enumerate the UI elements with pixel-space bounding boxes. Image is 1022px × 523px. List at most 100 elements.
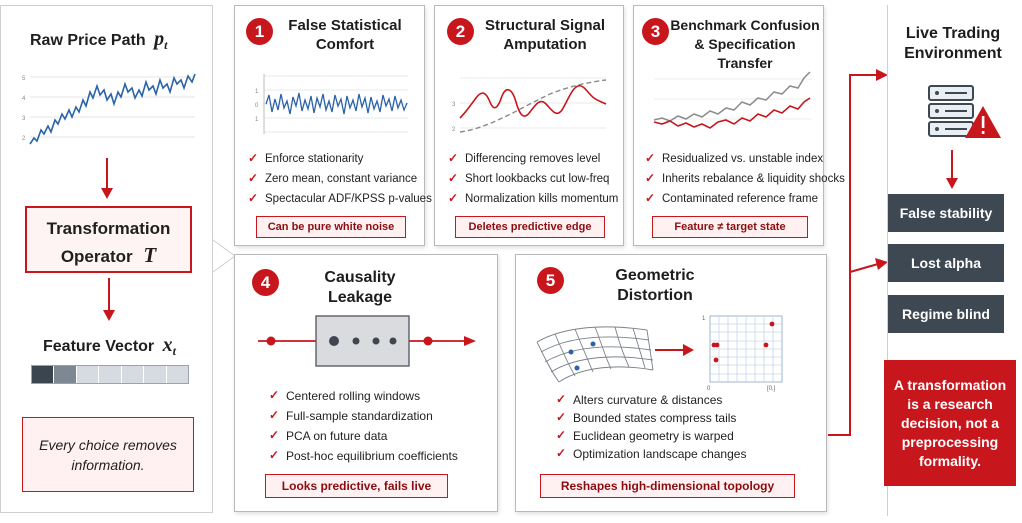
card-false-statistical-comfort	[234, 5, 425, 246]
check-icon: ✓	[448, 171, 459, 185]
conclusion-text: A transformation is a research decision,…	[893, 376, 1007, 469]
feature-cell	[53, 366, 76, 383]
bullet: ✓Residualized vs. unstable index	[645, 151, 824, 166]
feature-cell	[98, 366, 121, 383]
feature-cell	[75, 366, 99, 383]
amputation-chart: 3 2	[452, 77, 607, 133]
check-icon: ✓	[269, 428, 280, 442]
grid-tick-x-right: [0,]	[767, 386, 776, 392]
check-icon: ✓	[556, 410, 567, 424]
arrow-env-to-outcomes	[946, 150, 958, 189]
amp-tick-1: 3	[452, 102, 456, 108]
feature-cell	[120, 366, 144, 383]
benchmark-gray-line	[653, 71, 811, 122]
bullet: ✓Full-sample standardization	[269, 408, 433, 423]
white-noise-chart: 1 0 1	[255, 74, 408, 134]
operator-symbol: T	[143, 243, 157, 267]
benchmark-chart	[653, 71, 812, 129]
check-icon: ✓	[269, 388, 280, 402]
card-bullets-2: ✓Differencing removes level ✓Short lookb…	[448, 151, 618, 213]
amp-tick-2: 2	[452, 127, 456, 133]
card-tag-5: Reshapes high-dimensional topology	[540, 474, 795, 498]
check-icon: ✓	[248, 191, 259, 205]
warped-manifold	[536, 326, 654, 383]
grid-tick-y-top: 1	[702, 316, 706, 322]
operator-line2: Operator	[60, 247, 133, 266]
check-icon: ✓	[556, 428, 567, 442]
bullet: ✓Post-hoc equilibrium coefficients	[269, 448, 458, 463]
bullet: ✓Enforce stationarity	[248, 151, 364, 166]
bullet: ✓Short lookbacks cut low-freq	[448, 171, 610, 186]
feature-symbol: x	[162, 334, 173, 356]
leakage-timeline	[258, 315, 476, 367]
feature-cell	[165, 366, 188, 383]
card-bullets-3: ✓Residualized vs. unstable index ✓Inheri…	[645, 151, 845, 213]
bullet: ✓Alters curvature & distances	[556, 392, 723, 407]
signal-red-line	[459, 84, 607, 119]
euclidean-grid: 1 0 [0,]	[702, 315, 783, 392]
env-title: Live Trading Environment	[904, 25, 1002, 62]
noise-tick-1: 1	[255, 89, 259, 95]
feature-red-line	[653, 97, 811, 129]
server-stack-icon	[928, 85, 1001, 138]
price-line	[29, 73, 196, 145]
bullet: ✓Bounded states compress tails	[556, 410, 737, 425]
check-icon: ✓	[269, 448, 280, 462]
card-tag-3: Feature ≠ target state	[652, 216, 808, 238]
feature-cell	[32, 366, 54, 383]
bullet: ✓Differencing removes level	[448, 151, 601, 166]
bullet: ✓Optimization landscape changes	[556, 446, 747, 461]
arrow-warp-to-grid	[655, 344, 694, 356]
outcome-false-stability: False stability	[888, 194, 1004, 232]
noise-tick-2: 0	[255, 103, 259, 109]
check-icon: ✓	[248, 171, 259, 185]
check-icon: ✓	[269, 408, 280, 422]
trend-dashed-line	[459, 79, 607, 133]
card-causality-leakage	[234, 254, 498, 512]
feature-title: Feature Vector xt	[43, 334, 176, 359]
card-number-4: 4	[252, 269, 279, 296]
card-tag-4: Looks predictive, fails live	[265, 474, 448, 498]
check-icon: ✓	[556, 392, 567, 406]
feature-cell	[143, 366, 166, 383]
card-tag-1: Can be pure white noise	[256, 216, 406, 238]
arrow-raw-to-operator	[101, 158, 113, 199]
price-tick-3: 3	[22, 116, 26, 122]
card-number-5: 5	[537, 267, 564, 294]
check-icon: ✓	[448, 151, 459, 165]
raw-price-chart: 5 4 3 2	[20, 62, 198, 152]
check-icon: ✓	[248, 151, 259, 165]
card-number-1: 1	[246, 18, 273, 45]
note-text: Every choice removes information.	[39, 436, 177, 473]
card-number-3: 3	[642, 18, 669, 45]
card-title-3: Benchmark Confusion & Specification Tran…	[670, 17, 820, 71]
check-icon: ✓	[645, 151, 656, 165]
outcome-lost-alpha: Lost alpha	[888, 244, 1004, 282]
feature-subscript: t	[172, 344, 176, 359]
check-icon: ✓	[645, 191, 656, 205]
warning-triangle-icon	[965, 106, 1001, 138]
card-bullets-5: ✓Alters curvature & distances ✓Bounded s…	[556, 392, 747, 466]
arrow-operator-to-feature	[103, 278, 115, 321]
bullet: ✓Centered rolling windows	[269, 388, 421, 403]
bullet: ✓Contaminated reference frame	[645, 191, 818, 206]
outcome-regime-blind: Regime blind	[888, 295, 1004, 333]
operator-line1: Transformation	[46, 219, 171, 238]
card-title-2: Structural Signal Amputation	[484, 17, 606, 53]
card-bullets-4: ✓Centered rolling windows ✓Full-sample s…	[269, 388, 458, 470]
card-title-4: Causality Leakage	[324, 269, 396, 306]
operator-box: Transformation Operator T	[25, 206, 192, 273]
raw-price-label: Raw Price Path	[30, 32, 146, 49]
raw-price-subscript: t	[164, 38, 168, 53]
feature-label: Feature Vector	[43, 338, 155, 355]
card-number-2: 2	[447, 18, 474, 45]
flow-connector	[828, 69, 888, 436]
bullet: ✓Inherits rebalance & liquidity shocks	[645, 171, 845, 186]
price-tick-2: 4	[22, 96, 26, 102]
bullet: ✓Spectacular ADF/KPSS p-values	[248, 191, 432, 206]
conclusion-box: A transformation is a research decision,…	[884, 360, 1016, 486]
card-geometric-distortion	[515, 254, 827, 512]
card-tag-2: Deletes predictive edge	[455, 216, 605, 238]
card-title-1: False Statistical Comfort	[288, 17, 402, 53]
check-icon: ✓	[556, 446, 567, 460]
